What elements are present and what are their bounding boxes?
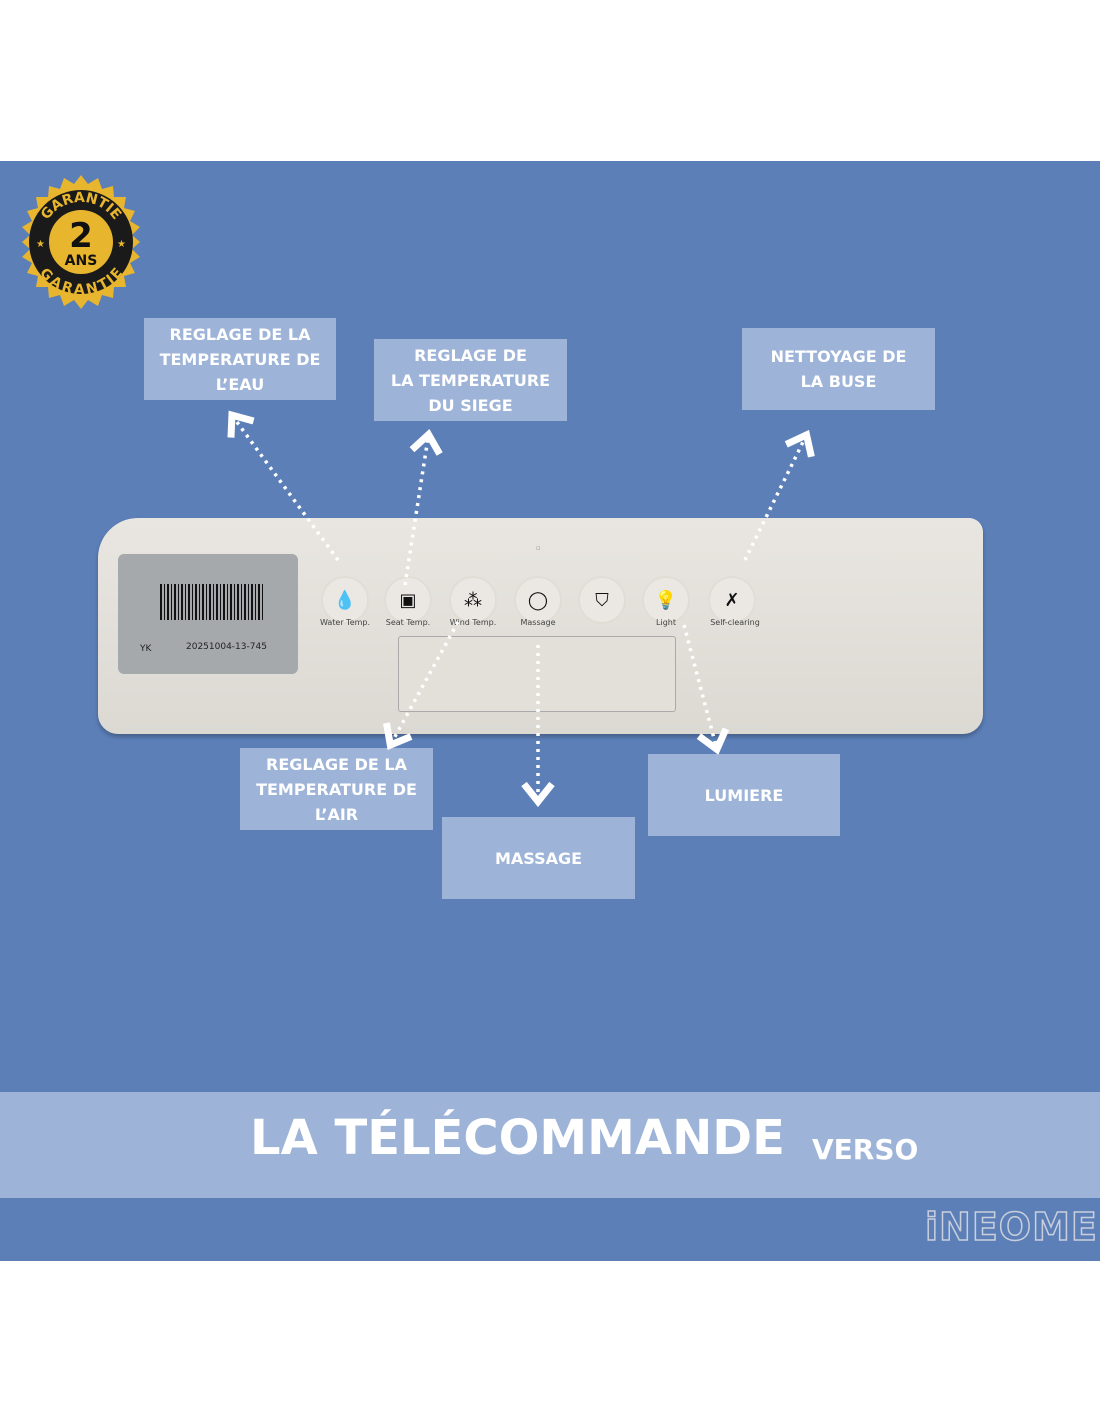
label-nozzle-cleaning: NETTOYAGE DE LA BUSE <box>742 328 935 410</box>
page-title: LA TÉLÉCOMMANDE <box>250 1110 785 1166</box>
sticker-code: YK <box>140 644 152 654</box>
arrow-air-temp <box>383 621 460 750</box>
wind-temp-button[interactable]: ⁂ <box>451 578 495 622</box>
battery-cover <box>398 636 676 712</box>
serial-sticker: YK 20251004-13-745 <box>118 554 298 674</box>
seat-thermometer-icon: ▣ <box>399 589 417 611</box>
wind-thermometer-icon: ⁂ <box>464 589 482 611</box>
light-button[interactable]: 💡 <box>644 578 688 622</box>
badge-unit: ANS <box>65 253 98 269</box>
wind-temp-label: Wind Temp. <box>449 618 497 627</box>
sticker-serial: 20251004-13-745 <box>186 642 267 652</box>
massage-button[interactable]: ◯ <box>516 578 560 622</box>
seat-temp-label: Seat Temp. <box>385 618 431 627</box>
remote-control: YK 20251004-13-745 ▫ 💧 ▣ ⁂ ◯ ⛉ 💡 ✗ Water… <box>98 518 983 734</box>
label-water-temperature: REGLAGE DE LA TEMPERATURE DE L’EAU <box>144 318 336 400</box>
warranty-badge: GARANTIE GARANTIE 2 ANS ★★ <box>22 175 140 309</box>
arrow-light <box>682 624 730 755</box>
self-cleaning-label: Self-clearing <box>710 618 760 627</box>
barcode <box>160 584 264 620</box>
label-air-temperature: REGLAGE DE LA TEMPERATURE DE L’AIR <box>240 748 433 830</box>
svg-text:★: ★ <box>36 239 45 250</box>
svg-text:★: ★ <box>117 239 126 250</box>
arrow-nozzle-clean <box>743 429 815 561</box>
self-cleaning-icon: ✗ <box>724 589 740 611</box>
nozzle-button[interactable]: ⛉ <box>580 578 624 622</box>
nozzle-icon: ⛉ <box>595 589 609 611</box>
arrow-seat-temp <box>403 429 443 586</box>
water-temp-label: Water Temp. <box>319 618 371 627</box>
brand-logo: iNEOME <box>924 1204 1098 1250</box>
water-temp-button[interactable]: 💧 <box>323 578 367 622</box>
water-drop-thermometer-icon: 💧 <box>333 589 357 611</box>
badge-number: 2 <box>69 216 93 256</box>
page-subtitle: VERSO <box>812 1133 919 1166</box>
massage-label: Massage <box>520 618 556 627</box>
light-label: Light <box>656 618 676 627</box>
arrow-water-temp <box>227 410 340 562</box>
label-massage: MASSAGE <box>442 817 635 899</box>
title-banner <box>0 1092 1100 1198</box>
label-light: LUMIERE <box>648 754 840 836</box>
massage-icon: ◯ <box>527 589 549 611</box>
light-bulb-icon: 💡 <box>654 589 678 611</box>
self-cleaning-button[interactable]: ✗ <box>710 578 754 622</box>
label-seat-temperature: REGLAGE DE LA TEMPERATURE DU SIEGE <box>374 339 567 421</box>
seat-temp-button[interactable]: ▣ <box>386 578 430 622</box>
